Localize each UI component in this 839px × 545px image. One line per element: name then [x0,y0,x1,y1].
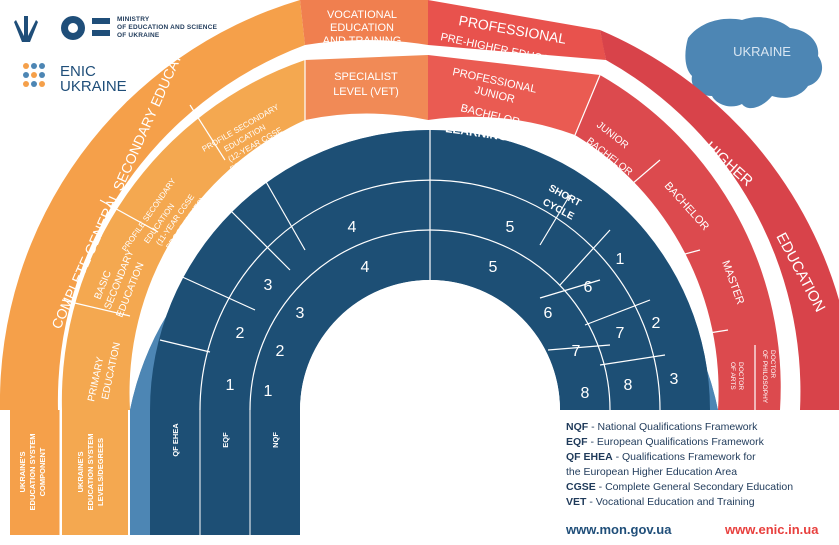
vet-outer-line-3: AND TRAINING [323,35,402,47]
legend-nqf: NQF - National Qualifications Framework [566,420,839,435]
legend-vet: VET - Vocational Education and Training [566,495,839,510]
bottom-col-levels [62,410,128,535]
qf-ehea-cycle-1: 1 [616,251,625,268]
sector-higher-outer [600,30,839,410]
higher-inner-dphil-1: DOCTOR [769,350,776,378]
legend: NQF - National Qualifications Framework … [566,420,839,510]
inner-hole [300,280,560,410]
legend-qf-ehea: QF EHEA - Qualifications Framework for [566,450,839,465]
eqf-level-7: 7 [616,325,625,342]
sector-vet-inner [305,55,428,120]
vet-outer-line-1: VOCATIONAL [327,9,397,21]
lifelong-label-left: LIFELONG [357,116,419,136]
nqf-level-7: 7 [572,343,581,360]
bottom-col-eqf [200,410,250,535]
legend-abbr: VET [566,496,587,508]
vet-outer-line-2: EDUCATION [330,22,394,34]
bottom-col-nqf [250,410,300,535]
ministry-line-2: OF EDUCATION AND SCIENCE [117,24,218,31]
sector-higher-inner [575,75,781,410]
qf-ehea-level-2: 2 [236,325,245,342]
bottom-label-component-1: UKRAINE'S [18,452,27,493]
legend-text: - Qualifications Framework for [612,451,756,463]
legend-text: - European Qualifications Framework [587,436,764,448]
legend-text: - Vocational Education and Training [586,496,755,508]
enic-url-link[interactable]: www.enic.in.ua [725,522,819,537]
legend-text: - National Qualifications Framework [588,421,758,433]
sector-cgse-inner [61,60,306,410]
enic-line-2: UKRAINE [60,78,127,95]
enic-dots-icon [23,63,45,87]
qf-ehea-cycle-2: 2 [652,315,661,332]
ministry-line-1: MINISTRY [117,16,150,23]
sector-cgse-outer [0,0,305,410]
higher-inner-darts-2: OF ARTS [729,362,736,390]
higher-inner-darts-1: DOCTOR [737,362,744,390]
bottom-label-levels-3: LEVELS/DEGREES [96,438,105,506]
ring-lines [159,130,666,411]
trident-icon [14,16,38,42]
ring-qf-ehea [150,130,710,410]
map-label: UKRAINE [733,44,791,59]
bottom-label-component-3: COMPONENT [38,447,47,496]
legend-qf-ehea-cont: the European Higher Education Area [566,465,839,480]
legend-eqf: EQF - European Qualifications Framework [566,435,839,450]
eqf-level-4: 4 [361,259,370,276]
ministry-line-3: OF UKRAINE [117,32,160,39]
eqf-level-2: 2 [276,343,285,360]
sector-pro-inner [428,55,600,135]
bottom-label-component-2: EDUCATION SYSTEM [28,434,37,511]
qf-ehea-level-3: 3 [264,277,273,294]
legend-abbr: EQF [566,436,588,448]
ministry-logo [14,16,110,42]
legend-abbr: NQF [566,421,589,433]
eqf-level-6: 6 [584,279,593,296]
legend-abbr: CGSE [566,481,596,493]
sector-vet-outer [300,0,428,45]
bottom-label-qf-ehea: QF EHEA [171,423,180,457]
legend-abbr: QF EHEA [566,451,613,463]
legend-text: - Complete General Secondary Education [595,481,794,493]
legend-text: the European Higher Education Area [566,466,738,478]
bottom-label-levels-1: UKRAINE'S [76,452,85,493]
vet-inner-line-1: SPECIALIST [334,71,398,83]
ring-nqf [250,230,610,410]
ministry-text: MINISTRY OF EDUCATION AND SCIENCE OF UKR… [117,16,217,40]
bottom-col-component [10,410,60,535]
legend-cgse: CGSE - Complete General Secondary Educat… [566,480,839,495]
bottom-col-dividers [59,410,251,535]
bottom-col-qf-ehea [150,410,200,535]
eqf-level-8: 8 [624,377,633,394]
bottom-lifelong-strip [130,410,150,535]
eqf-level-5: 5 [489,259,498,276]
vet-inner-line-2: LEVEL (VET) [333,86,399,98]
nqf-level-6: 6 [544,305,553,322]
qf-ehea-level-5: 5 [506,219,515,236]
nqf-level-8: 8 [581,385,590,402]
eqf-level-1: 1 [264,383,273,400]
enic-line-1: ENIC [60,63,96,80]
ukraine-map [685,17,823,109]
higher-inner-dphil-2: OF PHILOSOPHY [761,350,768,404]
bottom-label-eqf: EQF [221,432,230,448]
sector-pro-outer [428,0,606,60]
eqf-level-3: 3 [296,305,305,322]
bottom-label-levels-2: EDUCATION SYSTEM [86,434,95,511]
qf-ehea-cycle-3: 3 [670,371,679,388]
enic-text: ENIC UKRAINE [60,64,127,94]
qf-ehea-level-1: 1 [226,377,235,394]
ministry-equal-icon [92,18,110,24]
qf-ehea-level-4: 4 [348,219,357,236]
mon-url-link[interactable]: www.mon.gov.ua [566,522,672,537]
bottom-label-nqf: NQF [271,432,280,448]
